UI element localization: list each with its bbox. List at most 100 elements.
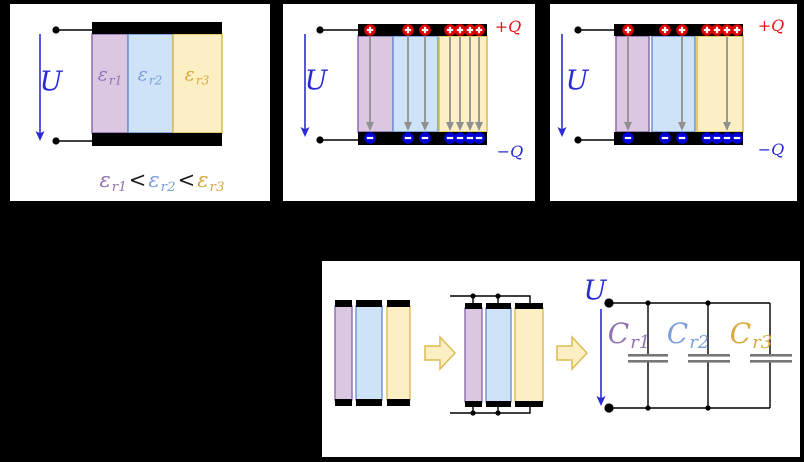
capacitance-subscript: r1 <box>630 332 651 354</box>
plus-q-label: +Q <box>494 17 522 36</box>
plus-charge-icon <box>472 23 486 37</box>
dielectric-yellow-slab <box>696 35 744 133</box>
capacitor-plate <box>628 354 668 357</box>
epsilon-symbol: ε <box>99 167 111 192</box>
capacitance-r3-label: Cr3 <box>729 316 773 354</box>
minus-charge-icon <box>675 131 689 145</box>
field-lines <box>366 37 483 131</box>
parallel-capacitor-schematic <box>596 298 792 413</box>
junction-dot <box>470 410 476 416</box>
plus-charge-icon <box>730 23 744 37</box>
top-plate <box>356 300 382 307</box>
dielectric-purple-slab <box>615 35 650 133</box>
dielectric-yellow-slab <box>514 307 544 403</box>
top-plate <box>515 303 543 309</box>
transform-arrow-right-icon <box>556 335 589 371</box>
plus-charge-icon <box>621 23 635 37</box>
top-terminal-dot <box>52 26 60 34</box>
epsilon-subscript: r1 <box>111 179 127 195</box>
dielectric-blue-slab <box>355 305 383 401</box>
plus-charge-icon <box>418 23 432 37</box>
bottom-terminal-dot <box>316 136 324 144</box>
minus-charge-icon <box>418 131 432 145</box>
voltage-label: U <box>565 65 589 97</box>
transform-arrow-right-icon <box>424 335 457 371</box>
permittivity-inequality-caption: εr1<εr2<εr3 <box>99 167 225 195</box>
bottom-plate <box>92 133 222 146</box>
capacitance-symbol: C <box>666 316 689 350</box>
epsilon-symbol: ε <box>137 63 148 86</box>
minus-q-label: −Q <box>757 140 785 159</box>
epsilon-r2-label: εr2 <box>137 63 163 88</box>
epsilon-subscript: r2 <box>148 73 163 88</box>
bottom-terminal-dot <box>604 403 614 413</box>
capacitance-symbol: C <box>729 316 752 350</box>
capacitor-plate <box>750 354 792 357</box>
plus-charge-icon <box>658 23 672 37</box>
minus-charge-icon <box>443 131 457 145</box>
junction-dot <box>705 300 711 306</box>
field-lines <box>624 37 731 131</box>
bottom-terminal-dot <box>574 136 582 144</box>
capacitance-subscript: r2 <box>689 332 710 354</box>
dielectric-blue-slab <box>485 307 512 403</box>
top-terminal-dot <box>316 26 324 34</box>
plus-charge-icon <box>453 23 467 37</box>
dielectric-purple-slab <box>464 307 483 403</box>
capacitor-symbols <box>628 354 792 363</box>
layered-capacitor-drawing <box>35 22 223 146</box>
epsilon-subscript: r3 <box>209 179 225 195</box>
less-than-sign: < <box>128 167 147 192</box>
bottom-terminal-dot <box>52 137 60 145</box>
dielectric-purple-slab <box>334 305 353 401</box>
top-plate <box>335 300 352 307</box>
equivalent-circuit-drawing <box>334 293 792 416</box>
epsilon-r1-label: εr1 <box>98 65 123 88</box>
bottom-plate <box>465 401 482 407</box>
bottom-bus-wire <box>450 407 531 414</box>
panel-charged-capacitor-single-lines: U +Q −Q <box>550 4 797 201</box>
capacitance-r2-label: Cr2 <box>666 316 710 354</box>
wired-slab-capacitors <box>450 293 544 416</box>
junction-dot <box>645 405 651 411</box>
top-bus-wire <box>450 295 531 303</box>
panel-charged-capacitor-field-lines: U +Q −Q <box>283 4 535 201</box>
capacitance-subscript: r3 <box>752 332 773 354</box>
epsilon-symbol: ε <box>197 167 209 192</box>
epsilon-symbol: ε <box>148 167 160 192</box>
minus-charge-icon <box>363 131 377 145</box>
plus-charge-icon <box>720 23 734 37</box>
dielectric-blue-slab <box>651 35 696 133</box>
minus-charge-icon <box>720 131 734 145</box>
epsilon-r3-label: εr3 <box>185 65 210 87</box>
minus-charge-icon <box>621 131 635 145</box>
plus-q-label: +Q <box>757 16 785 35</box>
top-plate <box>486 303 511 309</box>
junction-dot <box>645 300 651 306</box>
epsilon-subscript: r2 <box>160 179 176 195</box>
voltage-label: U <box>583 275 607 307</box>
bottom-plate <box>515 401 543 407</box>
minus-charge-icon <box>401 131 415 145</box>
capacitor-plate <box>750 360 792 363</box>
less-than-sign: < <box>177 167 196 192</box>
charged-capacitor-drawing <box>300 23 488 145</box>
dielectric-yellow-slab <box>172 33 223 134</box>
panel-layered-capacitor: U εr1 εr2 εr3 εr1<εr2<εr3 <box>10 4 270 201</box>
minus-charge-icon <box>453 131 467 145</box>
dielectric-yellow-slab <box>386 305 411 401</box>
capacitance-r1-label: Cr1 <box>607 316 651 354</box>
plus-charge-icon <box>443 23 457 37</box>
junction-dot <box>495 293 501 299</box>
bottom-plate <box>335 399 352 406</box>
epsilon-subscript: r1 <box>108 73 123 88</box>
plus-charge-icon <box>710 23 724 37</box>
panel-equivalent-parallel-circuit: U Cr1 Cr2 Cr3 <box>322 261 800 457</box>
capacitance-symbol: C <box>607 316 630 350</box>
minus-q-label: −Q <box>496 142 524 161</box>
top-terminal-dot <box>604 298 614 308</box>
minus-charge-icon <box>710 131 724 145</box>
dielectric-blue-slab <box>127 33 174 134</box>
top-plate <box>92 22 222 34</box>
capacitor-plate <box>688 354 730 357</box>
